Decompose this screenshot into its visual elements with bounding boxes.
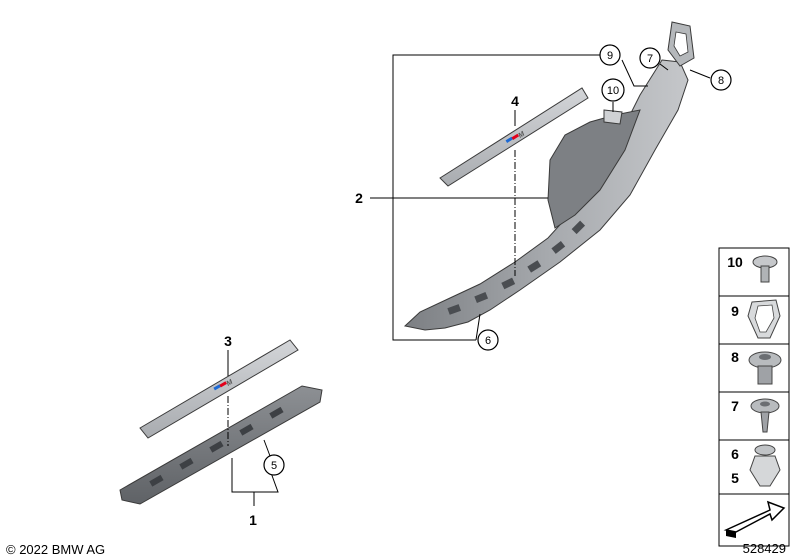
svg-text:M: M bbox=[226, 379, 235, 388]
callout-5-circle bbox=[263, 454, 285, 476]
direction-arrow-icon bbox=[723, 500, 786, 538]
svg-text:M: M bbox=[517, 131, 526, 140]
m-badge-lower: M bbox=[213, 379, 234, 391]
sill-strip-part-4: M bbox=[439, 87, 589, 187]
callout-6-circle bbox=[477, 329, 499, 351]
callout-1: 1 bbox=[249, 512, 257, 528]
callout-3: 3 bbox=[224, 333, 232, 349]
fastener-legend: 10 9 8 7 6 5 bbox=[718, 247, 790, 547]
callout-8: 8 bbox=[718, 75, 724, 87]
pillar-trim-part-2 bbox=[403, 21, 695, 331]
callout-9-circle bbox=[599, 44, 621, 66]
callout-5: 5 bbox=[271, 460, 277, 472]
callout-4: 4 bbox=[511, 93, 519, 109]
legend-label-9: 9 bbox=[731, 303, 739, 319]
legend-label-5: 5 bbox=[731, 470, 739, 486]
leader-lines bbox=[227, 54, 711, 506]
callout-7-circle bbox=[639, 47, 661, 69]
legend-label-8: 8 bbox=[731, 349, 739, 365]
diagram-number: 528429 bbox=[743, 541, 786, 556]
copyright-text: © 2022 BMW AG bbox=[6, 542, 105, 557]
callout-6: 6 bbox=[485, 335, 491, 347]
legend-label-10: 10 bbox=[727, 254, 743, 270]
callout-8-circle bbox=[710, 69, 732, 91]
sill-strip-part-3: M bbox=[139, 339, 299, 439]
push-rivet-icon bbox=[752, 255, 778, 283]
screw-icon bbox=[750, 398, 780, 433]
expanding-clip-icon bbox=[749, 444, 781, 487]
callout-7: 7 bbox=[647, 53, 653, 65]
collar-nut-icon bbox=[748, 351, 782, 385]
legend-label-7: 7 bbox=[731, 398, 739, 414]
m-badge-upper: M bbox=[505, 131, 526, 143]
callout-10-circle bbox=[601, 78, 625, 102]
door-sill-part-1 bbox=[119, 385, 323, 505]
callouts: 1 2 3 4 5 6 7 8 9 10 bbox=[224, 44, 732, 528]
callout-9: 9 bbox=[607, 50, 613, 62]
callout-10: 10 bbox=[607, 85, 619, 97]
callout-2: 2 bbox=[355, 190, 363, 206]
spring-clip-icon bbox=[747, 299, 781, 339]
legend-label-6: 6 bbox=[731, 446, 739, 462]
